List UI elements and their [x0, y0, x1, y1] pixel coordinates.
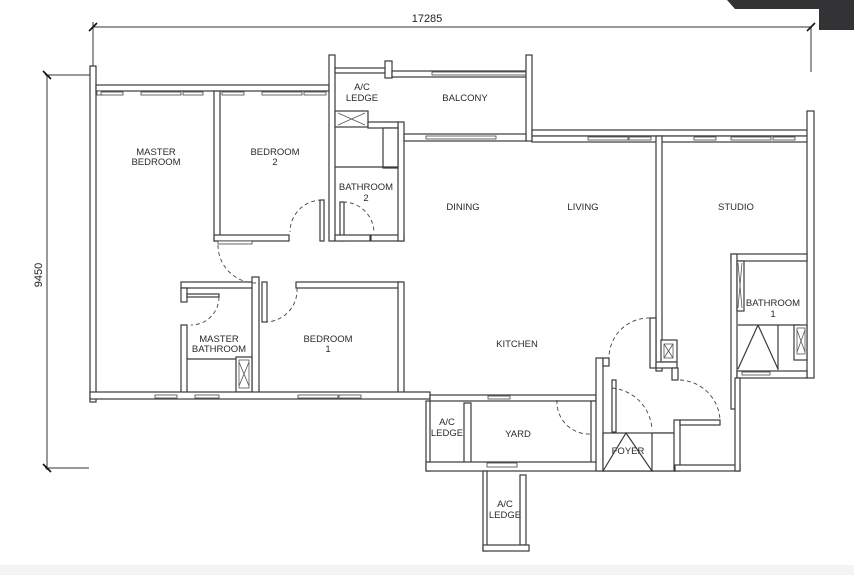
label-master-bedroom-1: MASTER [136, 147, 176, 158]
label-living: LIVING [567, 202, 598, 213]
label-master-bedroom-2: BEDROOM [131, 157, 180, 168]
label-ac-ledge-yard-1: A/C [439, 417, 455, 428]
height-label: 9450 [33, 263, 45, 287]
label-bathroom-2-1: BATHROOM [339, 182, 393, 193]
label-bedroom-1-1: BEDROOM [303, 334, 352, 345]
label-ac-ledge-yard-2: LEDGE [431, 428, 463, 439]
label-studio: STUDIO [718, 202, 754, 213]
bottom-edge [0, 565, 854, 575]
label-foyer: FOYER [612, 446, 645, 457]
label-bathroom-2-2: 2 [363, 193, 368, 204]
label-bedroom-2-1: BEDROOM [250, 147, 299, 158]
width-label: 17285 [412, 13, 443, 25]
label-kitchen: KITCHEN [496, 339, 538, 350]
width-dimension: 17285 [88, 13, 816, 72]
walls [89, 54, 815, 552]
label-bathroom-1-1: BATHROOM [746, 298, 800, 309]
label-ac-ledge-top-2: LEDGE [346, 93, 378, 104]
corner-banner [727, 0, 854, 30]
label-bedroom-1-2: 1 [325, 344, 330, 355]
label-ac-ledge-top-1: A/C [354, 82, 370, 93]
label-bathroom-1-2: 1 [770, 309, 775, 320]
door-swings [190, 199, 721, 435]
label-bedroom-2-2: 2 [272, 157, 277, 168]
label-balcony: BALCONY [442, 93, 488, 104]
label-ac-ledge-bottom-1: A/C [497, 499, 513, 510]
label-ac-ledge-bottom-2: LEDGE [489, 510, 521, 521]
label-master-bathroom-2: BATHROOM [192, 344, 246, 355]
label-yard: YARD [505, 429, 531, 440]
label-master-bathroom-1: MASTER [199, 334, 239, 345]
label-dining: DINING [446, 202, 479, 213]
room-labels: MASTER BEDROOM BEDROOM 2 BATHROOM 2 A/C … [131, 82, 800, 521]
height-dimension: 9450 [33, 70, 90, 473]
